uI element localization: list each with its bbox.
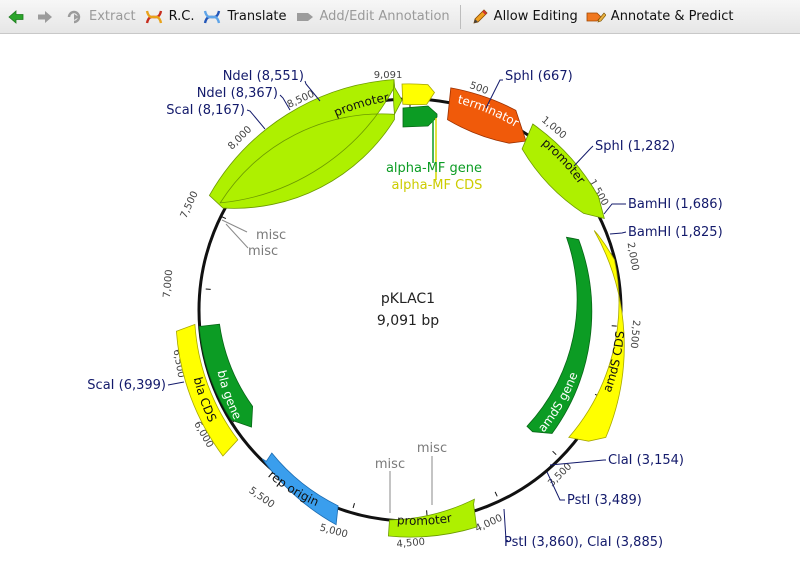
site-bamhi-1825[interactable]: BamHI (1,825) — [628, 225, 723, 240]
promoter-top-feature[interactable] — [208, 79, 395, 209]
promoter-top-arrowhead — [393, 79, 403, 116]
tick-label: 7,000 — [162, 269, 175, 298]
rc-label: R.C. — [168, 9, 195, 24]
allow-editing-button[interactable]: Allow Editing — [467, 4, 582, 30]
translate-icon — [204, 10, 221, 23]
back-button[interactable] — [4, 4, 33, 30]
translate-button[interactable]: Translate — [198, 4, 290, 30]
alpha-mf-gene-feature[interactable] — [402, 105, 438, 128]
tick-label: 2,000 — [625, 242, 641, 272]
add-edit-annotation-label: Add/Edit Annotation — [319, 9, 450, 24]
forward-arrow-icon — [38, 10, 52, 23]
back-arrow-icon — [8, 9, 24, 24]
reverse-complement-icon — [145, 10, 162, 23]
site-psti-3489[interactable]: PstI (3,489) — [567, 493, 642, 508]
site-ndei-8367[interactable]: NdeI (8,367) — [197, 86, 278, 101]
site-psti-clai[interactable]: PstI (3,860), ClaI (3,885) — [504, 535, 663, 550]
extract-icon — [67, 10, 81, 23]
promoter-bottom-label: promoter — [397, 511, 453, 528]
plasmid-size: 9,091 bp — [377, 313, 439, 329]
tick-label: 5,000 — [318, 523, 349, 541]
bla-cds-feature[interactable] — [175, 323, 239, 457]
amds-gene-feature[interactable] — [526, 236, 593, 434]
terminator-feature[interactable] — [447, 87, 527, 144]
add-edit-annotation-button[interactable]: Add/Edit Annotation — [291, 4, 454, 30]
tick-labels: 9,091 500 1,000 1,500 2,000 2,500 3,000 … — [162, 70, 641, 550]
annotate-predict-label: Annotate & Predict — [610, 9, 734, 24]
toolbar: Extract R.C. Translate Add/Edit Annotati… — [0, 0, 800, 34]
site-leaders — [167, 79, 627, 542]
forward-button[interactable] — [33, 4, 62, 30]
site-scai-8167[interactable]: ScaI (8,167) — [166, 103, 245, 118]
rc-button[interactable]: R.C. — [140, 4, 199, 30]
extract-button[interactable]: Extract — [62, 4, 140, 30]
extract-label: Extract — [89, 9, 136, 24]
toolbar-divider — [459, 4, 461, 29]
site-clai-3154[interactable]: ClaI (3,154) — [608, 453, 684, 468]
annotation-arrow-icon — [296, 12, 313, 21]
site-sphi-667[interactable]: SphI (667) — [505, 69, 573, 84]
site-bamhi-1686[interactable]: BamHI (1,686) — [628, 197, 723, 212]
promoter-bottom-feature[interactable] — [387, 498, 478, 538]
amds-cds-feature[interactable] — [568, 230, 625, 442]
pencil-icon — [473, 8, 488, 24]
misc-label-left-1[interactable]: misc — [256, 228, 286, 243]
cds-bracket-top[interactable] — [401, 83, 435, 106]
misc-label-bottom-1[interactable]: misc — [375, 457, 405, 472]
site-sphi-1282[interactable]: SphI (1,282) — [595, 139, 675, 154]
annotate-predict-icon — [586, 12, 606, 22]
misc-leaders — [221, 219, 433, 513]
tick-label: 2,500 — [628, 319, 641, 348]
promoter-right-feature[interactable] — [521, 123, 605, 220]
tick-label: 7,500 — [179, 190, 201, 221]
tick-label: 9,091 — [374, 70, 403, 81]
alpha-mf-gene-label: alpha-MF gene — [386, 161, 482, 176]
tick-label: 4,500 — [396, 537, 425, 550]
tick-label: 5,500 — [247, 485, 277, 510]
plasmid-map: 9,091 500 1,000 1,500 2,000 2,500 3,000 … — [87, 69, 723, 550]
annotate-predict-button[interactable]: Annotate & Predict — [582, 4, 738, 30]
translate-label: Translate — [227, 9, 287, 24]
alpha-mf-cds-label: alpha-MF CDS — [392, 178, 483, 193]
rep-origin-feature[interactable] — [261, 452, 339, 526]
allow-editing-label: Allow Editing — [493, 9, 578, 24]
misc-label-left-2[interactable]: misc — [248, 244, 278, 259]
misc-label-bottom-2[interactable]: misc — [417, 441, 447, 456]
tick-label: 4,000 — [474, 513, 505, 535]
plasmid-name: pKLAC1 — [381, 291, 435, 307]
bla-gene-feature[interactable] — [198, 323, 254, 428]
site-scai-6399[interactable]: ScaI (6,399) — [87, 378, 166, 393]
site-ndei-8551[interactable]: NdeI (8,551) — [223, 69, 304, 84]
